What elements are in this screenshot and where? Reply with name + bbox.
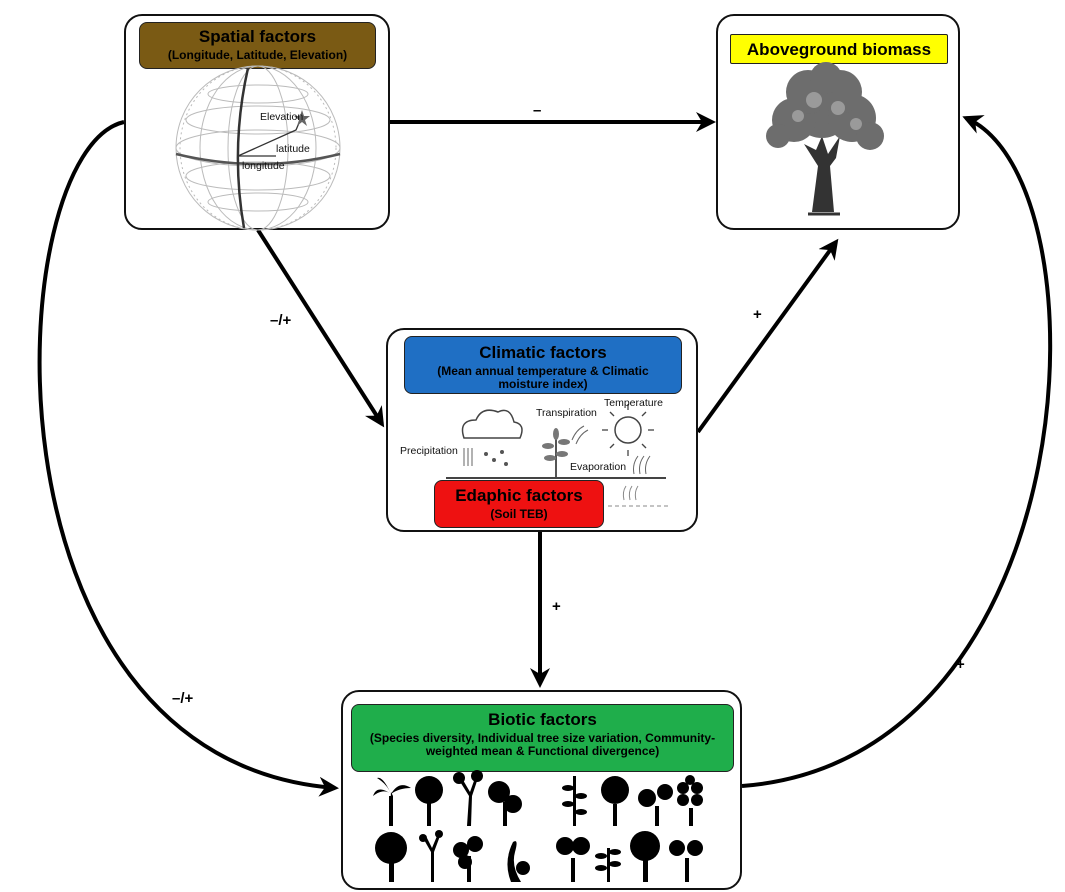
aboveground-biomass-node: Aboveground biomass xyxy=(716,14,960,230)
fork-tree-icon xyxy=(669,840,703,882)
climatic-factors-header: Climatic factors (Mean annual temperatur… xyxy=(404,336,682,394)
ball-tree-icon xyxy=(601,776,629,826)
edge-sign-spatial-biotic: –/+ xyxy=(172,690,194,707)
spatial-factors-title: Spatial factors xyxy=(198,27,317,46)
arrow-biotic-to-biomass xyxy=(741,115,1053,788)
split-leaf-tree-icon xyxy=(638,784,673,826)
tree-icon xyxy=(766,62,884,216)
biotic-factors-title: Biotic factors xyxy=(488,710,597,729)
globe-longitude-label: longitude xyxy=(242,160,285,172)
arrow-spatial-to-biotic xyxy=(37,120,339,797)
curved-tree-icon xyxy=(507,841,530,882)
edaphic-factors-title: Edaphic factors xyxy=(455,486,583,505)
edge-sign-climatic-biomass: + xyxy=(753,306,762,323)
biotic-factors-node: Biotic factors (Species diversity, Indiv… xyxy=(341,690,742,890)
edge-sign-biotic-biomass: + xyxy=(956,656,965,673)
edaphic-factors-header: Edaphic factors (Soil TEB) xyxy=(434,480,604,528)
edge-sign-edaphic-biotic: + xyxy=(552,598,561,615)
spatial-factors-header: Spatial factors (Longitude, Latitude, El… xyxy=(139,22,376,69)
aboveground-biomass-header: Aboveground biomass xyxy=(730,34,948,64)
edge-sign-spatial-climatic: –/+ xyxy=(270,312,292,329)
aboveground-biomass-title: Aboveground biomass xyxy=(746,40,932,59)
edge-sign-spatial-biomass: – xyxy=(533,102,542,119)
cluster-tree-icon xyxy=(677,775,703,826)
transpiration-label: Transpiration xyxy=(536,407,597,419)
palm-tree-icon xyxy=(373,777,411,826)
globe-icon: Elevation latitude longitude xyxy=(175,65,341,231)
biotic-factors-header: Biotic factors (Species diversity, Indiv… xyxy=(351,704,734,772)
arrow-climatic-to-biomass xyxy=(696,238,839,434)
precipitation-label: Precipitation xyxy=(400,445,458,457)
water-cycle-icon: Precipitation Transpiration Temperature … xyxy=(400,397,668,507)
heart-leaf-tree-icon xyxy=(453,836,483,882)
biotic-factors-subtitle: (Species diversity, Individual tree size… xyxy=(369,730,716,759)
edaphic-factors-subtitle: (Soil TEB) xyxy=(490,506,548,521)
sprig-tree-icon xyxy=(595,848,621,882)
climatic-factors-title: Climatic factors xyxy=(479,343,607,362)
branching-tree-icon xyxy=(453,770,483,826)
twig-tree-icon xyxy=(419,830,443,882)
tree-silhouettes-icon xyxy=(373,770,703,882)
arrow-spatial-to-climatic xyxy=(256,228,385,428)
round-leaf-tree-icon xyxy=(488,781,522,826)
spatial-factors-node: Spatial factors (Longitude, Latitude, El… xyxy=(124,14,390,231)
evaporation-label: Evaporation xyxy=(570,461,626,473)
deciduous-tree-icon xyxy=(415,776,443,826)
globe-latitude-label: latitude xyxy=(276,143,310,155)
columnar-tree-icon xyxy=(562,776,587,826)
globe-elevation-label: Elevation xyxy=(260,111,303,123)
temperature-label: Temperature xyxy=(604,397,663,409)
arrows-layer xyxy=(37,112,1053,797)
climatic-factors-subtitle: (Mean annual temperature & Climatic mois… xyxy=(437,363,649,392)
climatic-factors-node: Climatic factors (Mean annual temperatur… xyxy=(386,328,698,532)
big-ball-tree-icon xyxy=(375,832,407,882)
spatial-factors-subtitle: (Longitude, Latitude, Elevation) xyxy=(167,47,348,62)
twin-ball-tree-icon xyxy=(556,837,590,882)
dense-ball-tree-icon xyxy=(630,831,660,882)
